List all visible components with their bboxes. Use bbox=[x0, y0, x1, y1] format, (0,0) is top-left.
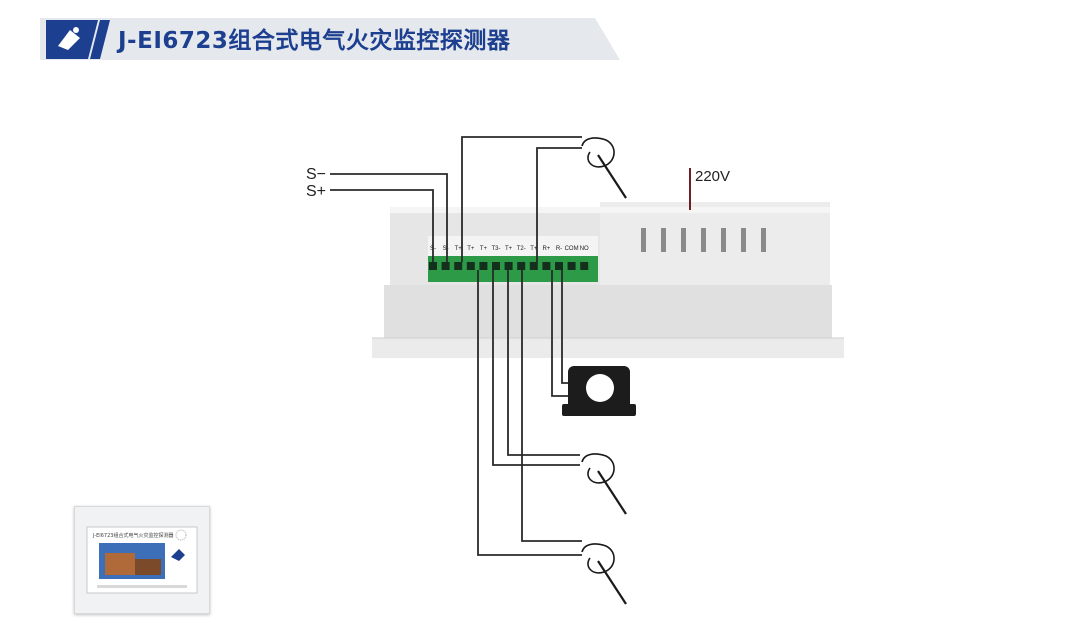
label-220v: 220V bbox=[695, 168, 730, 185]
terminal-label: T+ bbox=[530, 246, 538, 252]
terminal-screw bbox=[466, 262, 475, 270]
terminal-screw bbox=[517, 262, 526, 270]
header-banner bbox=[40, 18, 620, 60]
label-s-plus: S+ bbox=[306, 183, 326, 200]
terminal-label: COM bbox=[565, 246, 579, 252]
terminal-screw bbox=[492, 262, 500, 270]
temperature-sensor-icon bbox=[581, 137, 627, 199]
terminal-label: NO bbox=[580, 246, 589, 252]
page-title: J-EI6723组合式电气火灾监控探测器 bbox=[118, 28, 511, 54]
detector-module bbox=[372, 202, 844, 358]
terminal-screw bbox=[454, 262, 463, 270]
wire-s-minus bbox=[330, 173, 448, 262]
terminal-screw bbox=[555, 262, 563, 270]
wire-ct-lower bbox=[561, 270, 568, 384]
thumbnail-title: J-EI6723组合式电气火灾监控探测器 bbox=[92, 532, 173, 539]
terminal-label: T3- bbox=[492, 246, 501, 252]
terminal-label: R+ bbox=[542, 246, 550, 252]
terminal-screw bbox=[542, 262, 551, 270]
logo-icon bbox=[58, 27, 80, 50]
vent-slots bbox=[641, 228, 766, 252]
product-thumbnail: J-EI6723组合式电气火灾监控探测器 bbox=[74, 506, 210, 614]
terminal-screw bbox=[529, 262, 538, 270]
wire-temp-sensor-1 bbox=[461, 136, 582, 262]
terminal-screw bbox=[567, 262, 576, 270]
temperature-sensor-icon bbox=[581, 453, 627, 515]
wire-temp-sensor-3a bbox=[477, 270, 582, 556]
terminal-label: S- bbox=[443, 246, 449, 252]
terminal-screw bbox=[441, 262, 450, 270]
terminal-label: T+ bbox=[455, 246, 463, 252]
wire-temp-sensor-2a bbox=[492, 270, 580, 466]
wire-s-plus bbox=[330, 189, 434, 262]
terminal-screw bbox=[429, 262, 437, 270]
label-s-minus: S− bbox=[306, 166, 326, 183]
terminal-label: T+ bbox=[480, 246, 488, 252]
wire-residual-current bbox=[536, 147, 582, 262]
terminal-label: R- bbox=[556, 246, 562, 252]
temperature-sensor-icon bbox=[581, 543, 627, 605]
terminal-screw bbox=[504, 262, 513, 270]
terminal-label: T2- bbox=[517, 246, 526, 252]
wire-ct-upper bbox=[551, 270, 568, 397]
terminal-label: T+ bbox=[467, 246, 475, 252]
wire-temp-sensor-2b bbox=[507, 270, 580, 456]
terminal-screw bbox=[479, 262, 488, 270]
wire-temp-sensor-3b bbox=[521, 270, 582, 542]
terminal-screw bbox=[580, 262, 589, 270]
terminal-label: T+ bbox=[505, 246, 513, 252]
current-transformer-icon bbox=[562, 366, 636, 416]
